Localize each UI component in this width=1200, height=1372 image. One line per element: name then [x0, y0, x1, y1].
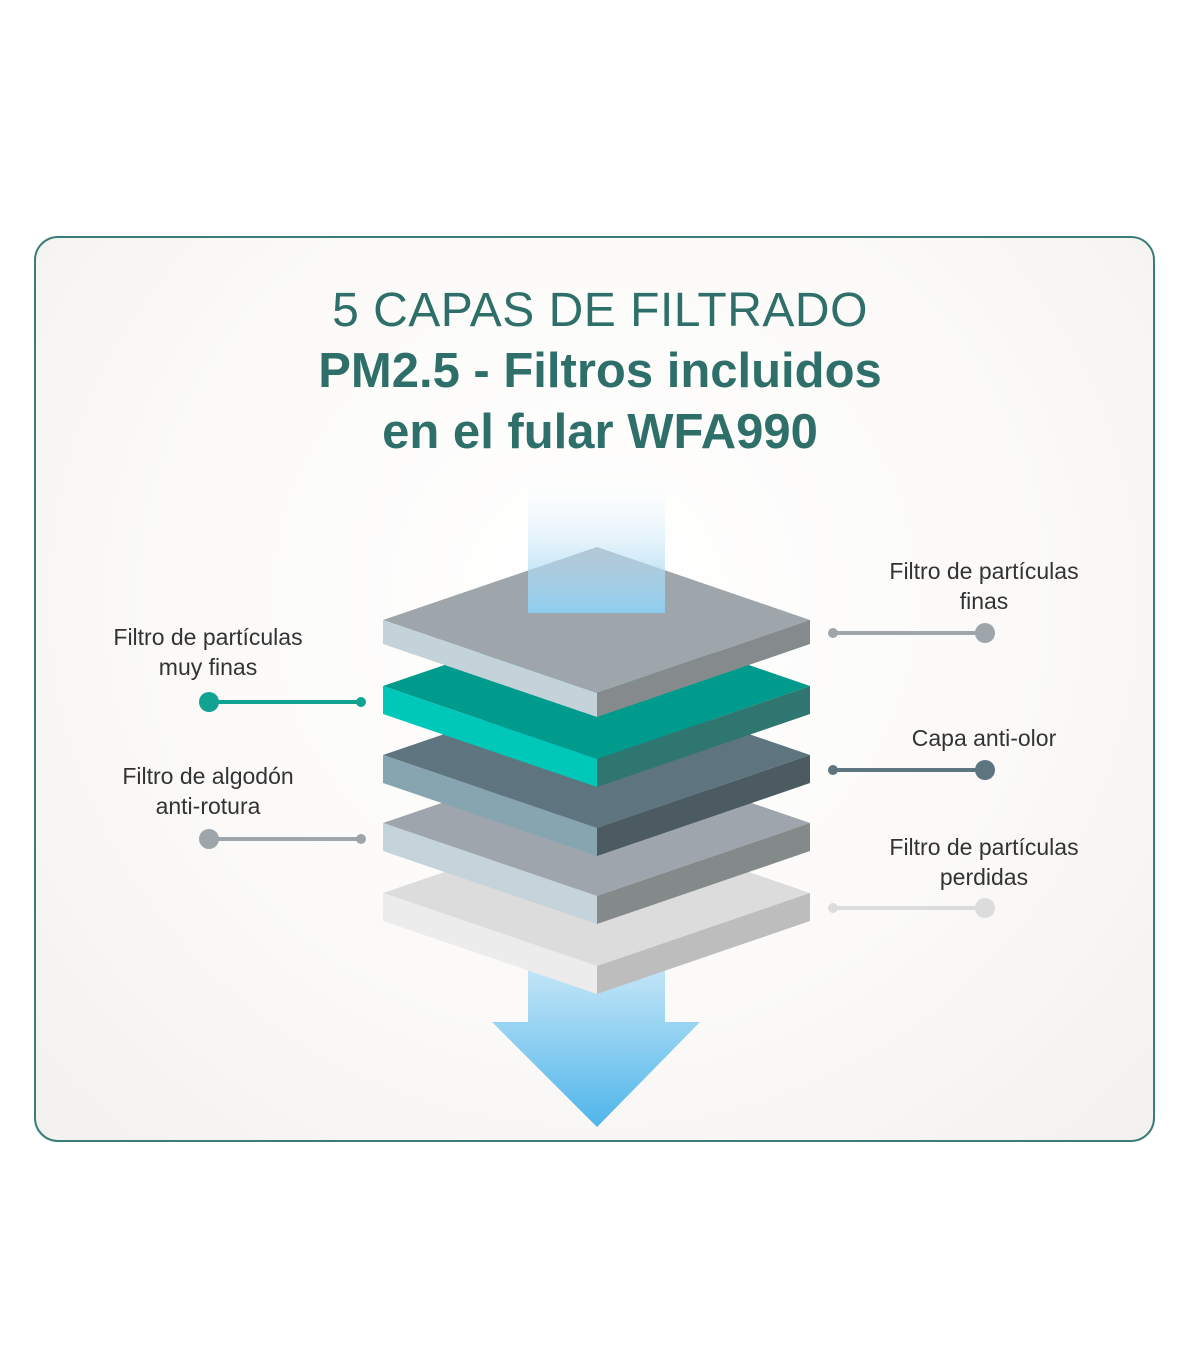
- title-line-2: PM2.5 - Filtros incluidos: [318, 344, 882, 398]
- label-particle-lost: Filtro de partículas perdidas: [834, 832, 1134, 892]
- connector-particle-lost: [828, 898, 995, 918]
- label-line: Filtro de partículas: [889, 558, 1079, 584]
- label-line: Filtro de partículas: [113, 624, 303, 650]
- label-particle-very-fine: Filtro de partículas muy finas: [58, 622, 358, 682]
- connector-particle-fine: [828, 623, 995, 643]
- title-line-3: en el fular WFA990: [382, 405, 818, 459]
- layer-particle-fine: [383, 547, 810, 717]
- label-line: finas: [959, 588, 1009, 614]
- label-line: perdidas: [939, 864, 1029, 890]
- label-cotton: Filtro de algodón anti-rotura: [58, 761, 358, 821]
- label-line: Capa anti-olor: [911, 725, 1057, 751]
- connector-cotton: [199, 829, 366, 849]
- connector-particle-very-fine: [199, 692, 366, 712]
- airflow-in-column: [528, 470, 665, 613]
- label-line: muy finas: [158, 654, 258, 680]
- label-line: anti-rotura: [155, 793, 261, 819]
- label-anti-odor: Capa anti-olor: [834, 723, 1134, 753]
- title-line-1: 5 CAPAS DE FILTRADO: [332, 284, 868, 337]
- label-line: Filtro de partículas: [889, 834, 1079, 860]
- airflow-out-arrow: [492, 960, 700, 1127]
- label-line: Filtro de algodón: [122, 763, 294, 789]
- connector-anti-odor: [828, 760, 995, 780]
- label-particle-fine: Filtro de partículas finas: [834, 556, 1134, 616]
